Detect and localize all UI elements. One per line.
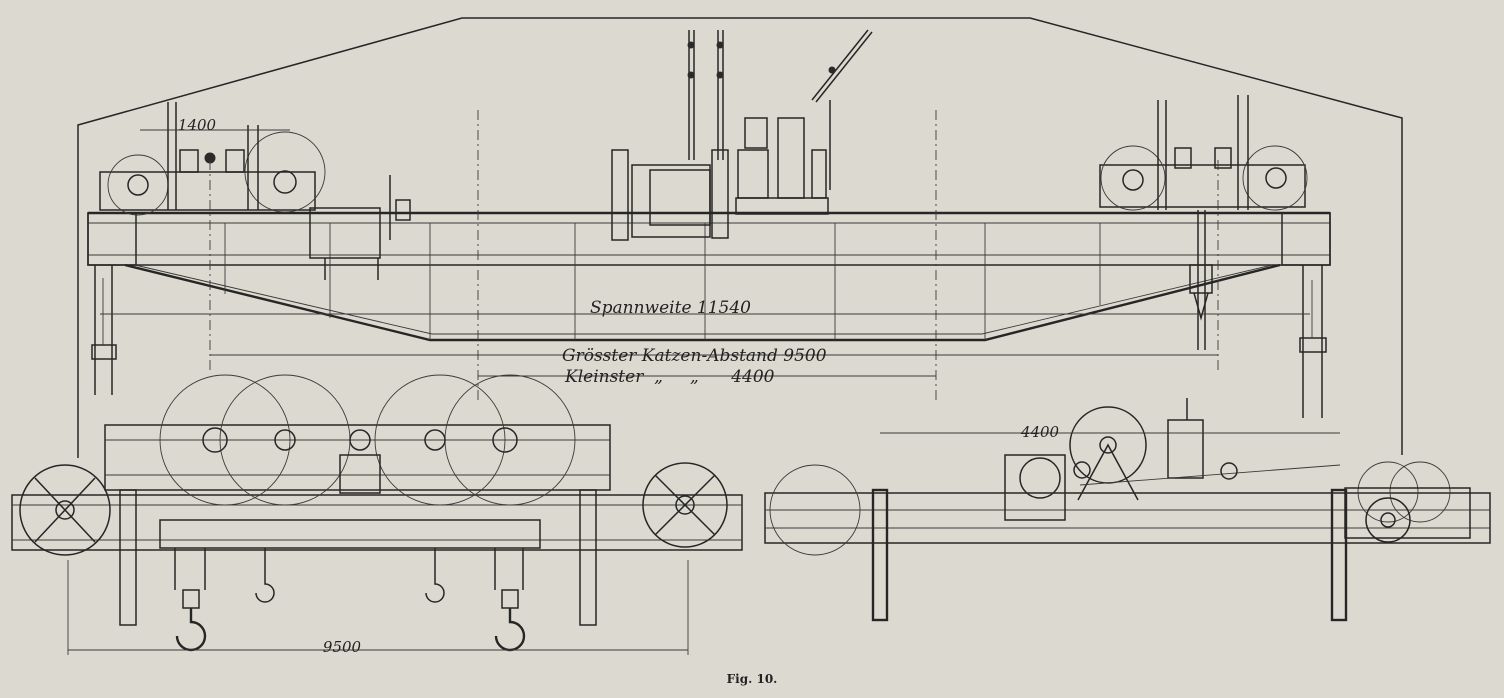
dim-label-1400-top: 1400	[178, 116, 217, 134]
crane-plan-view: 9500	[11, 374, 743, 656]
dimension-lines-top	[100, 110, 1310, 400]
right-trolley	[1099, 95, 1308, 350]
min-trolley-distance-label: Kleinster „ „ 4400	[564, 367, 775, 387]
center-machinery	[611, 29, 873, 241]
figure-caption: Fig. 10.	[726, 672, 778, 686]
dim-label-9500-bottom: 9500	[323, 638, 362, 656]
right-column	[1299, 265, 1327, 418]
left-trolley	[99, 102, 411, 280]
max-trolley-distance-label: Grösster Katzen-Abstand 9500	[562, 346, 827, 366]
building-outline	[77, 17, 1403, 458]
crane-side-view: 4400	[764, 398, 1491, 622]
dim-label-4400-side: 4400	[1020, 423, 1060, 441]
left-column	[91, 265, 117, 395]
crane-elevation: 1400 Spannweite 11540 Grösster Katzen-Ab…	[77, 17, 1403, 458]
span-label: Spannweite 11540	[590, 298, 751, 318]
bridge-girder	[87, 211, 1331, 342]
